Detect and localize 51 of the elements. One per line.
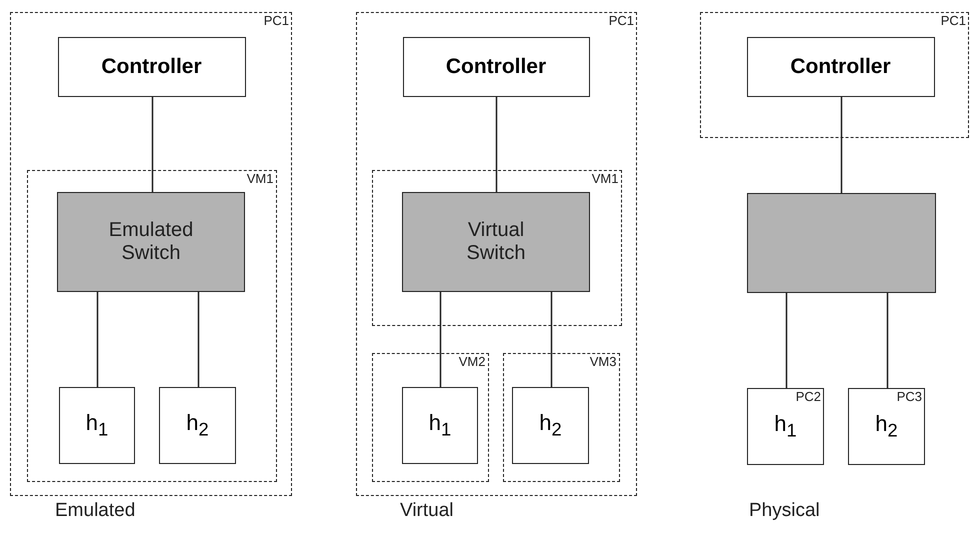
host-box xyxy=(512,387,589,464)
connector-line xyxy=(198,292,200,387)
connector-line xyxy=(496,96,498,192)
dashed-group-box xyxy=(372,170,622,326)
dashed-group-box xyxy=(502,352,620,482)
controller-label: Controller xyxy=(446,54,546,78)
controller-box xyxy=(58,36,246,96)
group-label: PC1 xyxy=(940,13,966,28)
controller-label: Controller xyxy=(101,54,202,78)
host-label: h$_{2}$ xyxy=(186,410,209,441)
switch-box xyxy=(402,192,590,292)
group-label: VM1 xyxy=(246,170,274,186)
switch-box xyxy=(747,193,936,293)
group-label: VM3 xyxy=(590,354,616,368)
host-box xyxy=(59,387,135,464)
panel-caption: Virtual xyxy=(400,500,454,522)
dashed-group-box xyxy=(26,170,276,482)
machine-label: PC3 xyxy=(896,389,922,404)
group-label: PC1 xyxy=(608,13,634,28)
host-box xyxy=(159,387,236,464)
group-label: VM2 xyxy=(458,354,486,368)
connector-line xyxy=(96,292,98,387)
switch-box xyxy=(57,192,245,292)
host-label: h$_{1}$ xyxy=(774,411,797,442)
switch-label: Emulated Switch xyxy=(108,219,194,265)
group-label: PC1 xyxy=(264,13,289,28)
machine-label: PC2 xyxy=(796,389,821,404)
host-label: h$_{1}$ xyxy=(86,410,108,441)
controller-label: Controller xyxy=(790,54,891,78)
connector-line xyxy=(152,96,154,192)
host-box xyxy=(848,388,925,465)
connector-line xyxy=(840,96,842,193)
dashed-group-box xyxy=(356,12,637,496)
dashed-group-box xyxy=(10,12,292,496)
dashed-group-box xyxy=(372,352,488,482)
host-label: h$_{2}$ xyxy=(539,410,562,441)
connector-line xyxy=(440,292,442,387)
host-label: h$_{2}$ xyxy=(875,411,898,442)
host-label: h$_{1}$ xyxy=(428,410,452,441)
connector-line xyxy=(886,293,888,388)
host-box xyxy=(747,388,824,465)
switch-label: Virtual Switch xyxy=(466,219,526,265)
controller-box xyxy=(402,36,590,96)
controller-box xyxy=(746,36,934,96)
connector-line xyxy=(550,292,552,387)
group-label: VM1 xyxy=(592,170,618,186)
panel-caption: Physical xyxy=(749,500,820,522)
dashed-group-box xyxy=(700,12,969,138)
host-box xyxy=(402,387,478,464)
panel-caption: Emulated xyxy=(55,500,136,522)
connector-line xyxy=(786,293,788,388)
